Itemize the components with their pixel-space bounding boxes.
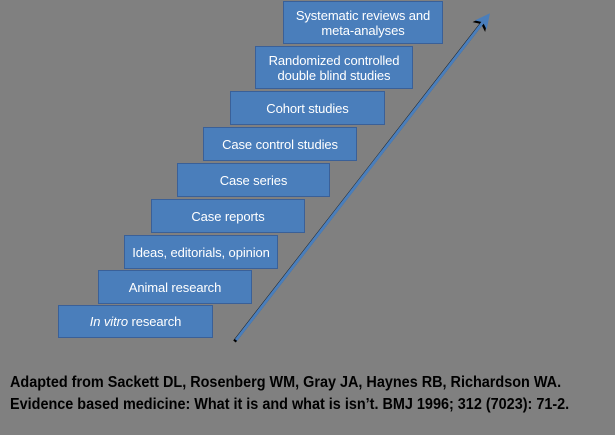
step-randomized-controlled-trials: Randomized controlled double blind studi… [255, 46, 413, 89]
step-cohort-studies: Cohort studies [230, 91, 385, 125]
step-case-reports: Case reports [151, 199, 305, 233]
step-in-vitro-research: In vitro research [58, 305, 213, 338]
step-label: In vitro research [63, 314, 208, 329]
step-label: Case series [219, 172, 288, 188]
step-systematic-reviews: Systematic reviews and meta-analyses [283, 1, 443, 44]
step-label: Animal research [128, 279, 222, 295]
caption-line-2: Evidence based medicine: What it is and … [10, 396, 570, 413]
step-label: Randomized controlled double blind studi… [268, 52, 400, 83]
caption-line-1: Adapted from Sackett DL, Rosenberg WM, G… [10, 374, 562, 391]
caption: Adapted from Sackett DL, Rosenberg WM, G… [0, 352, 615, 435]
step-label: Case reports [191, 208, 265, 224]
step-label: Systematic reviews and meta-analyses [295, 7, 431, 38]
step-label-plain-part: research [127, 314, 182, 329]
step-animal-research: Animal research [98, 270, 252, 304]
step-label: Cohort studies [266, 100, 349, 116]
step-label-italic-part: In vitro [89, 314, 128, 329]
step-ideas-editorials-opinion: Ideas, editorials, opinion [124, 235, 278, 269]
step-case-control-studies: Case control studies [203, 127, 357, 161]
step-case-series: Case series [177, 163, 330, 197]
step-label: Ideas, editorials, opinion [132, 244, 270, 260]
step-label: Case control studies [222, 136, 338, 152]
